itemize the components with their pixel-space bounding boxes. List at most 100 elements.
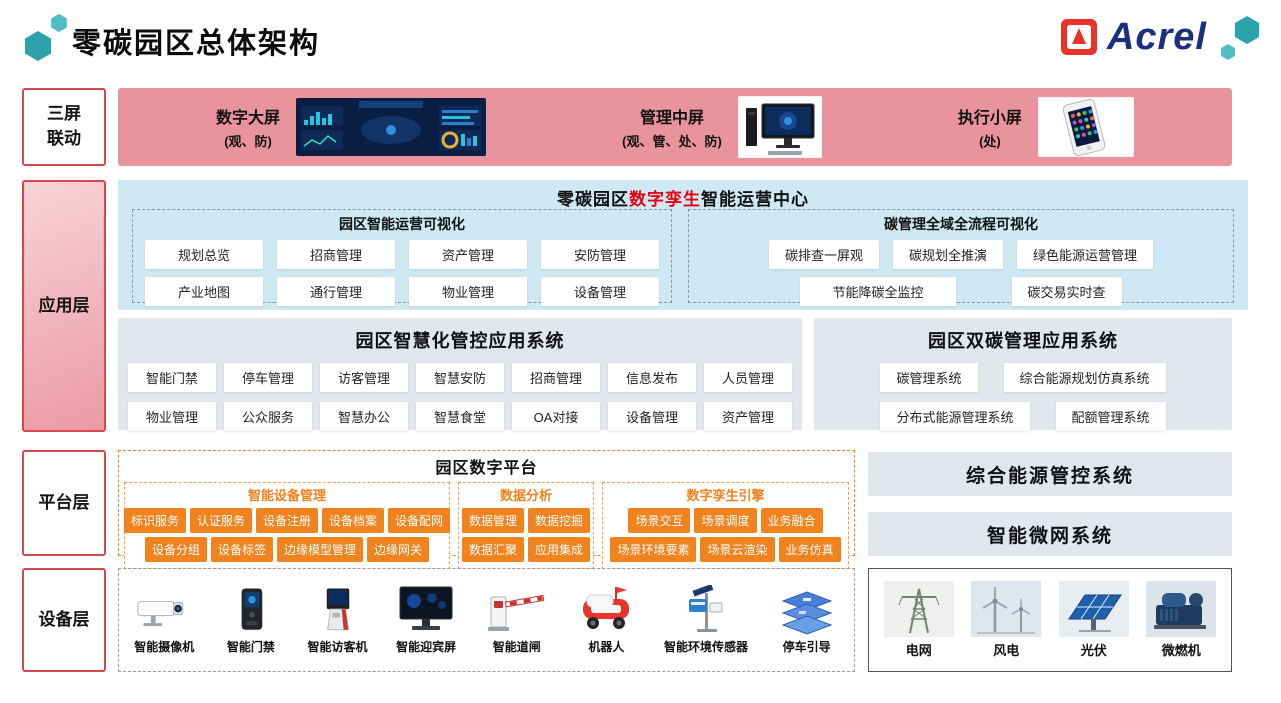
three-screens-band: 数字大屏 (观、防) [118, 88, 1232, 166]
energy-label: 光伏 [1080, 643, 1107, 658]
layer-label-device: 设备层 [22, 568, 106, 672]
welcome-screen-icon [399, 586, 453, 630]
platform-chip: 场景云渲染 [700, 537, 775, 562]
layer-label-three-screens: 三屏 联动 [22, 88, 106, 166]
screen-subtitle: (处) [979, 134, 1001, 149]
button-row: 规划总览 招商管理 资产管理 安防管理 [139, 240, 665, 269]
button-row: 节能降碳全监控 碳交易实时查 [695, 277, 1227, 306]
title-suffix: 智能运营中心 [701, 190, 809, 209]
device-item: 停车引导 [775, 585, 839, 655]
smart-devices-box: 智能摄像机 智能门禁 智能访客机 [118, 568, 855, 672]
platform-chip: 设备标签 [210, 537, 273, 562]
platform-chip: 边缘模型管理 [277, 537, 364, 562]
park-ops-visualization-box: 园区智能运营可视化 规划总览 招商管理 资产管理 安防管理 产业地图 通行管理 … [132, 209, 672, 306]
app-chip: 设备管理 [608, 402, 696, 431]
platform-chip: 业务仿真 [778, 537, 841, 562]
layer-label-application: 应用层 [22, 180, 106, 432]
app-chip: 资产管理 [409, 240, 527, 269]
platform-chip: 数据汇聚 [461, 537, 524, 562]
app-chip: 资产管理 [704, 402, 792, 431]
app-chip: 人员管理 [704, 363, 792, 392]
button-row: 碳管理系统 综合能源规划仿真系统 [814, 363, 1232, 392]
app-chip: 公众服务 [224, 402, 312, 431]
button-row: 分布式能源管理系统 配额管理系统 [814, 402, 1232, 431]
app-chip: 访客管理 [320, 363, 408, 392]
solar-pv-icon [1058, 581, 1129, 637]
app-chip: 综合能源规划仿真系统 [1003, 363, 1166, 392]
app-chip: 碳规划全推演 [892, 240, 1003, 269]
energy-item: 电网 [883, 581, 954, 659]
app-chip: 物业管理 [409, 277, 527, 306]
button-row: 场景环境要素 场景云渲染 业务仿真 [606, 537, 845, 562]
device-label: 智能摄像机 [134, 640, 195, 654]
energy-label: 电网 [905, 643, 932, 658]
app-chip: 节能降碳全监控 [800, 277, 956, 306]
device-label: 智能环境传感器 [663, 640, 748, 654]
device-label: 停车引导 [782, 640, 831, 654]
device-item: 智能道闸 [485, 585, 549, 655]
desktop-computer-image [737, 96, 822, 158]
platform-chip: 场景环境要素 [610, 537, 697, 562]
screen-text: 管理中屏 (观、管、处、防) [622, 104, 722, 150]
button-row: 数据管理 数据挖掘 [461, 508, 591, 533]
energy-item: 风电 [971, 581, 1042, 659]
carbon-visualization-box: 碳管理全域全流程可视化 碳排查一屏观 碳规划全推演 绿色能源运营管理 节能降碳全… [688, 209, 1234, 306]
screen-group-mid: 管理中屏 (观、管、处、防) [622, 96, 822, 158]
visitor-kiosk-icon [326, 588, 349, 631]
app-chip: 规划总览 [145, 240, 263, 269]
acrel-logo: Acrel [1059, 10, 1265, 64]
acrel-logo-text: Acrel [1106, 15, 1207, 58]
app-chip: 绿色能源运营管理 [1017, 240, 1154, 269]
platform-chip: 设备档案 [322, 508, 385, 533]
platform-chip: 数据挖掘 [528, 508, 591, 533]
page-title: 零碳园区总体架构 [72, 28, 321, 60]
screen-title: 执行小屏 [957, 110, 1022, 127]
digital-platform-box: 园区数字平台 智能设备管理 标识服务 认证服务 设备注册 设备档案 设备配网 设… [118, 450, 855, 569]
screen-subtitle: (观、防) [224, 134, 272, 149]
digital-platform-title: 园区数字平台 [435, 460, 538, 477]
device-label: 智能道闸 [492, 640, 541, 654]
operation-center-title: 零碳园区数字孪生智能运营中心 [118, 180, 1248, 210]
platform-chip: 应用集成 [528, 537, 591, 562]
platform-chip: 业务融合 [760, 508, 823, 533]
energy-item: 微燃机 [1146, 581, 1217, 659]
smartphone-image [1037, 97, 1134, 157]
camera-icon [137, 601, 184, 626]
app-chip: 信息发布 [608, 363, 696, 392]
device-item: 机器人 [575, 585, 637, 655]
platform-chip: 认证服务 [189, 508, 252, 533]
screen-text: 数字大屏 (观、防) [216, 104, 280, 150]
device-label: 智能迎宾屏 [396, 640, 457, 654]
group-digital-twin-engine: 数字孪生引擎 场景交互 场景调度 业务融合 场景环境要素 场景云渲染 业务仿真 [602, 482, 849, 569]
device-item: 智能摄像机 [134, 585, 194, 655]
barrier-gate-icon [487, 594, 545, 631]
platform-chip: 场景交互 [628, 508, 691, 533]
platform-chip: 标识服务 [123, 508, 186, 533]
dual-carbon-system-panel: 园区双碳管理应用系统 碳管理系统 综合能源规划仿真系统 分布式能源管理系统 配额… [814, 318, 1232, 431]
screen-subtitle: (观、管、处、防) [622, 134, 722, 149]
panel-title: 园区双碳管理应用系统 [928, 331, 1118, 351]
screen-group-big: 数字大屏 (观、防) [216, 98, 487, 156]
app-chip: 碳排查一屏观 [768, 240, 879, 269]
app-chip: 物业管理 [128, 402, 216, 431]
button-row: 场景交互 场景调度 业务融合 [606, 508, 845, 533]
button-row: 设备分组 设备标签 边缘模型管理 边缘网关 [128, 537, 446, 562]
app-chip: 智慧安防 [416, 363, 504, 392]
hexagon-decoration-right-icon [1221, 16, 1260, 60]
energy-devices-box: 电网 风电 光伏 [868, 568, 1232, 672]
group-title: 数字孪生引擎 [686, 488, 765, 503]
micro-turbine-icon [1146, 581, 1217, 637]
device-item: 智能门禁 [221, 585, 281, 655]
parking-guidance-icon [781, 591, 833, 635]
env-sensor-icon [688, 585, 723, 632]
energy-label: 风电 [993, 643, 1020, 658]
group-title: 智能设备管理 [247, 488, 326, 503]
device-item: 智能访客机 [308, 585, 368, 655]
app-chip: 配额管理系统 [1055, 402, 1166, 431]
app-chip: 设备管理 [541, 277, 659, 306]
layer-label-platform: 平台层 [22, 450, 106, 556]
platform-chip: 数据管理 [461, 508, 524, 533]
box-title: 碳管理全域全流程可视化 [884, 216, 1038, 232]
title-highlight: 数字孪生 [629, 190, 701, 209]
